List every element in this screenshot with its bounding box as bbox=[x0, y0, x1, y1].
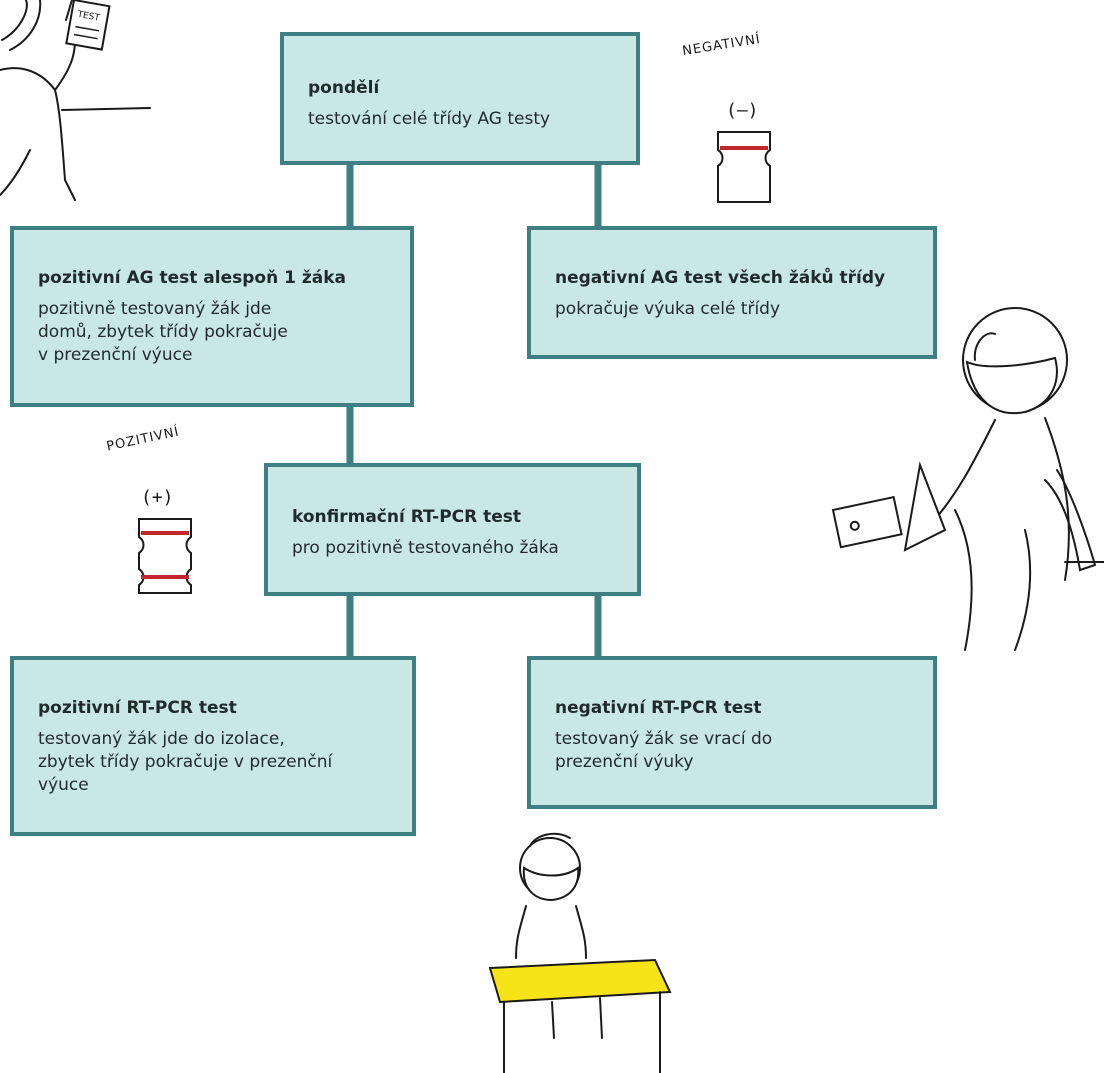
box-negative-pcr-test: negativní RT-PCR test testovaný žák se v… bbox=[527, 656, 937, 809]
box-body: testování celé třídy AG testy bbox=[308, 109, 551, 129]
box-positive-pcr-test: pozitivní RT-PCR test testovaný žák jde … bbox=[10, 656, 416, 836]
box-positive-ag-test: pozitivní AG test alespoň 1 žáka pozitiv… bbox=[10, 226, 414, 407]
box-body: testovaný žák se vrací do prezenční výuk… bbox=[555, 729, 773, 772]
box-title: negativní AG test všech žáků třídy bbox=[555, 268, 886, 288]
box-title: pondělí bbox=[308, 78, 380, 98]
box-body: pokračuje výuka celé třídy bbox=[555, 299, 781, 319]
test-card-icon bbox=[65, 0, 111, 51]
person-with-test-card-illustration: TEST bbox=[0, 0, 151, 201]
box-title: negativní RT-PCR test bbox=[555, 698, 762, 718]
positive-symbol: (+) bbox=[141, 487, 174, 508]
test-card-label: TEST bbox=[76, 10, 101, 24]
masked-person-with-test-illustration bbox=[831, 307, 1104, 651]
box-confirmation-pcr-test: konfirmační RT-PCR test pro pozitivně te… bbox=[264, 463, 641, 596]
box-negative-ag-test: negativní AG test všech žáků třídy pokra… bbox=[527, 226, 937, 359]
box-body: pozitivně testovaný žák jde domů, zbytek… bbox=[38, 299, 288, 365]
student-at-desk-illustration bbox=[488, 832, 672, 1073]
negative-symbol: (—) bbox=[726, 100, 759, 121]
negative-test-icon bbox=[717, 131, 771, 203]
box-title: konfirmační RT-PCR test bbox=[292, 507, 522, 527]
box-monday-testing: pondělí testování celé třídy AG testy bbox=[280, 32, 640, 165]
box-title: pozitivní AG test alespoň 1 žáka bbox=[38, 268, 347, 288]
box-title: pozitivní RT-PCR test bbox=[38, 698, 237, 718]
positive-test-icon bbox=[138, 518, 192, 594]
box-body: testovaný žák jde do izolace, zbytek tří… bbox=[38, 729, 333, 795]
desk bbox=[488, 958, 672, 1004]
box-body: pro pozitivně testovaného žáka bbox=[292, 538, 559, 558]
held-test-device-icon bbox=[831, 495, 903, 549]
